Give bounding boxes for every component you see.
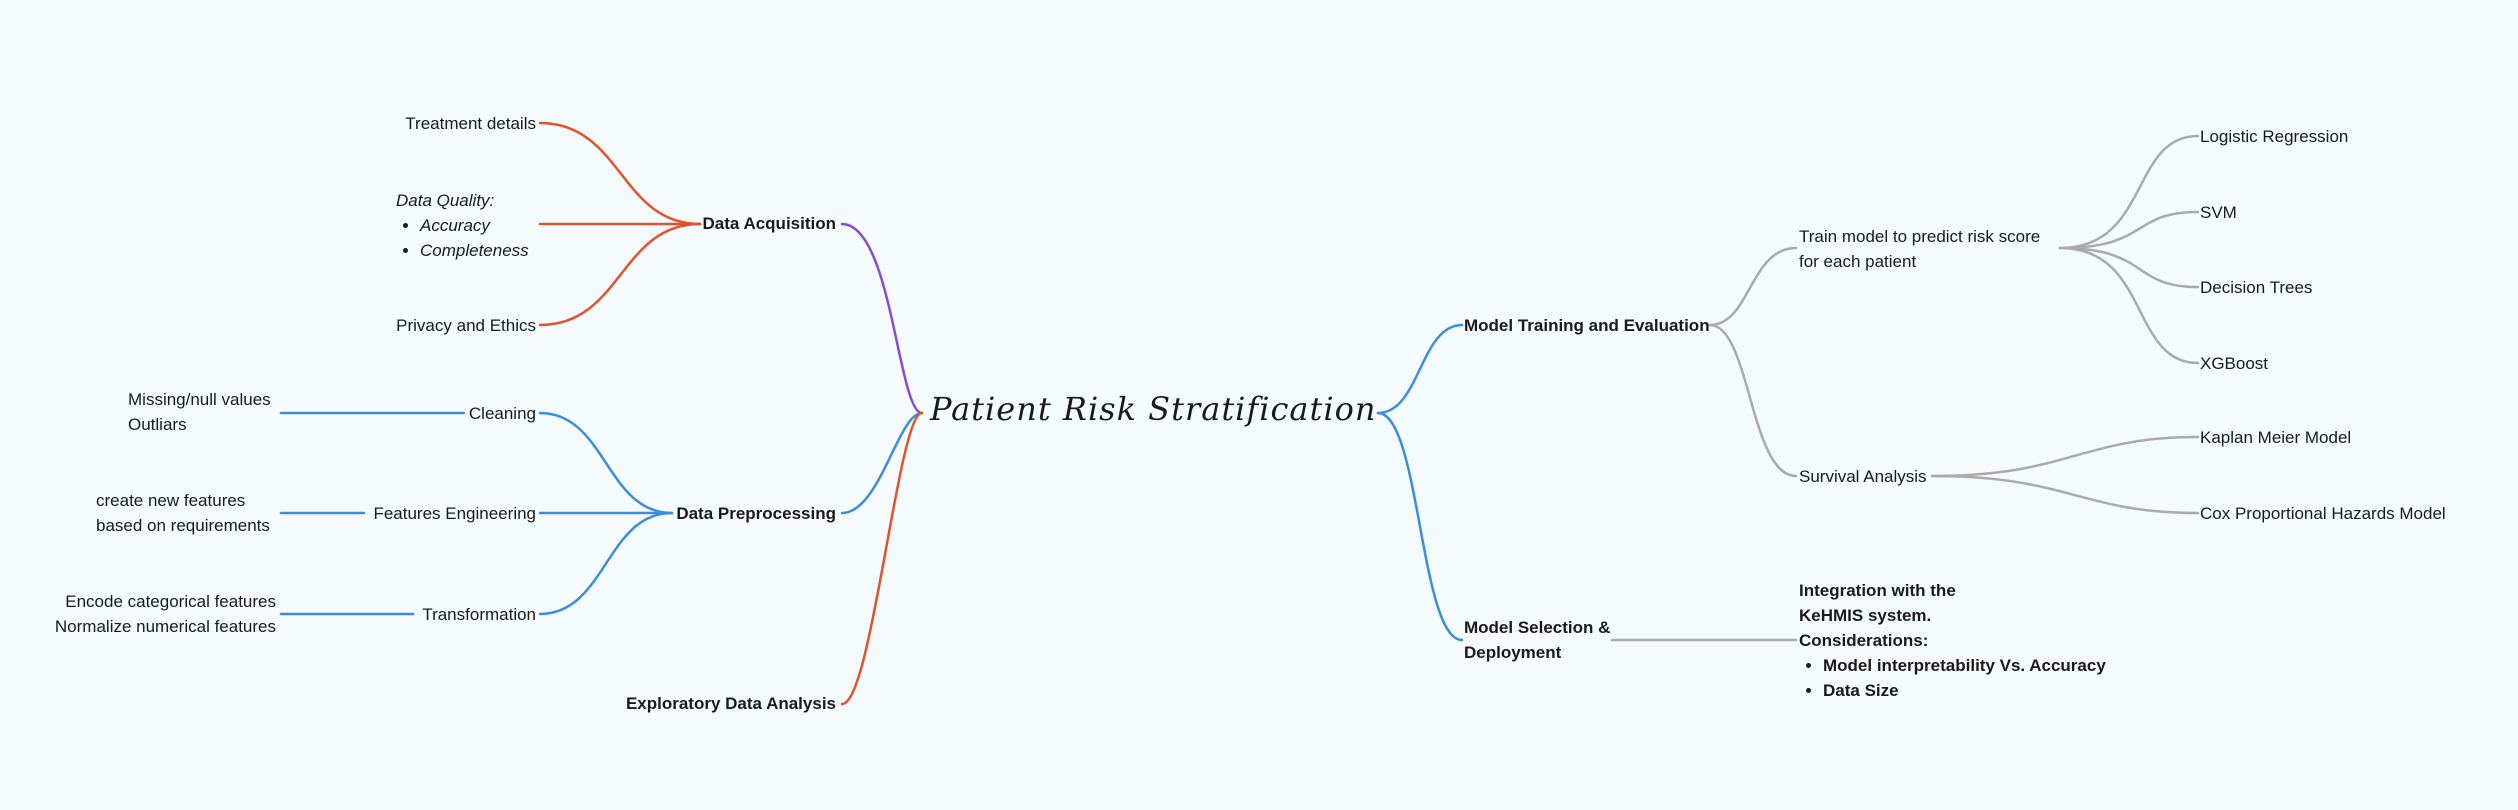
node-privacy-ethics[interactable]: Privacy and Ethics <box>396 316 536 335</box>
connector-root-eda <box>840 411 924 706</box>
topic-data-preprocessing[interactable]: Data Preprocessing <box>676 504 836 523</box>
list-item: Model interpretability Vs. Accuracy <box>1823 653 2106 678</box>
note-line: create new features <box>96 491 246 510</box>
considerations-list: Model interpretability Vs. Accuracy Data… <box>1799 653 2106 703</box>
data-quality-title: Data Quality: <box>396 191 495 210</box>
data-quality-list: Accuracy Completeness <box>396 213 529 263</box>
note-line: Encode categorical features <box>65 592 276 611</box>
node-treatment-details[interactable]: Treatment details <box>405 114 536 133</box>
node-line: for each patient <box>1799 252 1917 271</box>
node-cox-hazards[interactable]: Cox Proportional Hazards Model <box>2200 504 2446 523</box>
note-line: Considerations: <box>1799 631 1929 650</box>
connector-training-survival <box>1708 323 1798 478</box>
list-item: Data Size <box>1823 678 2106 703</box>
node-cleaning-notes[interactable]: Missing/null values Outliars <box>128 387 271 437</box>
list-item: Accuracy <box>420 213 529 238</box>
node-line: Train model to predict risk score <box>1799 227 2041 246</box>
connector-predict-logreg <box>2058 134 2200 250</box>
note-line: KeHMIS system. <box>1799 606 1932 625</box>
node-logistic-regression[interactable]: Logistic Regression <box>2200 127 2349 146</box>
topic-line: Model Selection & <box>1464 618 1611 637</box>
node-survival-analysis[interactable]: Survival Analysis <box>1799 467 1927 486</box>
topic-line: Deployment <box>1464 643 1562 662</box>
note-line: Outliars <box>128 415 187 434</box>
topic-model-selection-deployment[interactable]: Model Selection & Deployment <box>1464 615 1610 665</box>
connector-preprocessing-cleaning <box>538 411 674 515</box>
connector-root-preprocessing <box>840 411 924 515</box>
connector-survival-cox <box>1930 474 2200 515</box>
note-line: based on requirements <box>96 516 270 535</box>
connector-root-acquisition <box>840 222 924 415</box>
list-item: Completeness <box>420 238 529 263</box>
node-data-quality[interactable]: Data Quality: Accuracy Completeness <box>396 188 529 263</box>
connector-root-training <box>1376 323 1464 415</box>
node-xgboost[interactable]: XGBoost <box>2200 354 2269 373</box>
note-line: Normalize numerical features <box>54 617 276 636</box>
connector-acquisition-treatment <box>538 121 702 226</box>
node-svm[interactable]: SVM <box>2200 203 2237 222</box>
topic-data-acquisition[interactable]: Data Acquisition <box>702 214 837 233</box>
node-transformation-notes[interactable]: Encode categorical features Normalize nu… <box>55 589 276 639</box>
note-line: Integration with the <box>1799 581 1956 600</box>
node-features-notes[interactable]: create new features based on requirement… <box>96 488 270 538</box>
connector-root-deployment <box>1376 411 1464 642</box>
connector-survival-kaplan <box>1930 435 2200 478</box>
connector-predict-xgboost <box>2058 246 2200 365</box>
connector-predict-trees <box>2058 246 2200 289</box>
node-cleaning[interactable]: Cleaning <box>468 404 536 423</box>
connector-training-predict <box>1708 246 1798 327</box>
note-line: Missing/null values <box>128 390 271 409</box>
node-kaplan-meier[interactable]: Kaplan Meier Model <box>2200 428 2352 447</box>
connector-predict-svm <box>2058 210 2200 250</box>
node-deployment-note[interactable]: Integration with the KeHMIS system. Cons… <box>1799 578 2106 703</box>
topic-exploratory-data-analysis[interactable]: Exploratory Data Analysis <box>625 694 836 713</box>
connector-preprocessing-transformation <box>538 511 674 616</box>
topic-model-training-evaluation[interactable]: Model Training and Evaluation <box>1464 316 1710 335</box>
node-decision-trees[interactable]: Decision Trees <box>2200 278 2313 297</box>
connector-acquisition-privacy <box>538 222 702 327</box>
root-topic[interactable]: Patient Risk Stratification <box>930 390 1377 428</box>
node-features-engineering[interactable]: Features Engineering <box>373 504 536 523</box>
node-train-predict[interactable]: Train model to predict risk score for ea… <box>1799 224 2040 274</box>
node-transformation[interactable]: Transformation <box>422 605 536 624</box>
